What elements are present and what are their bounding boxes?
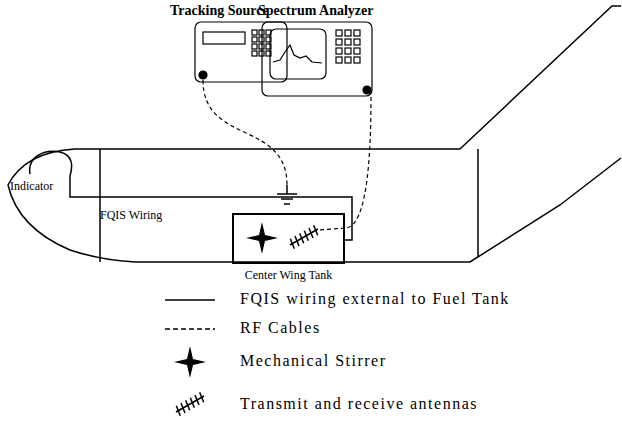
antenna-symbol	[304, 231, 308, 241]
legend-entry: Transmit and receive antennas	[240, 395, 478, 413]
mechanical-stirrer	[246, 222, 278, 254]
fqis-wire	[30, 151, 352, 240]
spectrum-analyzer-instrument	[354, 39, 360, 45]
spectrum-analyzer-instrument	[345, 57, 351, 63]
spectrum-analyzer-instrument	[363, 86, 371, 94]
instrument-box: Spectrum Analyzer	[258, 3, 380, 97]
ground-symbol	[284, 203, 290, 205]
fuel-tank-box: Center Wing Tank	[232, 213, 345, 264]
fuselage-outline	[477, 149, 479, 257]
ground-symbol	[277, 185, 297, 204]
tracking-source-instrument	[252, 30, 257, 35]
fuselage-outline	[99, 149, 101, 262]
legend-entry: RF Cables	[240, 319, 321, 337]
rf-cable	[203, 80, 345, 230]
fuselage-outline	[8, 6, 621, 262]
spectrum-analyzer-instrument	[336, 48, 342, 54]
fuselage-outline	[460, 6, 621, 149]
annotation-label: FQIS Wiring	[100, 208, 162, 223]
ground-symbol	[277, 193, 297, 195]
spectrum-analyzer-instrument	[336, 39, 342, 45]
legend-antenna	[181, 403, 185, 413]
spectrum-analyzer-instrument	[354, 30, 360, 36]
spectrum-analyzer-instrument	[345, 30, 351, 36]
fuselage-outline	[8, 149, 621, 262]
ground-symbol	[286, 185, 288, 194]
tracking-source-instrument	[199, 71, 207, 79]
rf-cable	[318, 228, 345, 230]
annotation-label: Indicator	[10, 179, 53, 194]
spectrum-analyzer-instrument	[354, 48, 360, 54]
fqis-wire	[30, 151, 352, 240]
spectrum-analyzer-instrument	[336, 30, 342, 36]
legend-antenna	[186, 400, 190, 410]
node-heading: Spectrum Analyzer	[258, 3, 380, 19]
spectrum-analyzer-instrument	[345, 39, 351, 45]
antenna-symbol	[309, 228, 313, 238]
legend-antenna	[176, 392, 204, 415]
tracking-source-instrument	[252, 44, 257, 49]
spectrum-analyzer-instrument	[270, 29, 326, 79]
legend-antenna	[190, 398, 194, 408]
antenna-symbol	[290, 239, 294, 249]
tracking-source-instrument	[195, 22, 287, 82]
tracking-source-instrument	[195, 22, 287, 82]
antenna-symbol	[295, 236, 299, 246]
spectrum-analyzer-instrument	[345, 48, 351, 54]
rf-cable-connector	[345, 97, 371, 228]
node-heading: Center Wing Tank	[245, 269, 333, 283]
tracking-source-instrument	[252, 37, 257, 42]
legend-antenna	[200, 392, 204, 402]
legend-samples	[165, 328, 215, 330]
spectrum-analyzer-instrument	[336, 57, 342, 63]
ground-symbol	[281, 198, 293, 200]
tracking-source-instrument	[203, 32, 245, 44]
legend-antenna	[176, 396, 204, 412]
legend-entry: Mechanical Stirrer	[240, 352, 387, 370]
legend-stirrer	[174, 346, 206, 378]
mechanical-stirrer	[246, 222, 278, 254]
spectrum-analyzer-instrument	[273, 45, 322, 63]
spectrum-analyzer-instrument	[262, 22, 372, 96]
legend-stirrer	[174, 346, 206, 378]
spectrum-analyzer-instrument	[354, 57, 360, 63]
legend-entry: FQIS wiring external to Fuel Tank	[240, 290, 510, 308]
legend-antenna	[176, 406, 180, 416]
legend-samples	[165, 299, 215, 301]
legend-samples	[165, 300, 215, 329]
antenna-symbol	[300, 233, 304, 243]
legend-antenna	[195, 395, 199, 405]
spectrum-analyzer-instrument	[336, 30, 360, 63]
antenna-symbol	[290, 229, 318, 245]
antenna-symbol	[290, 225, 318, 248]
tracking-source-instrument	[252, 51, 257, 56]
spectrum-analyzer-instrument	[262, 22, 372, 96]
antenna-symbol	[314, 225, 318, 235]
